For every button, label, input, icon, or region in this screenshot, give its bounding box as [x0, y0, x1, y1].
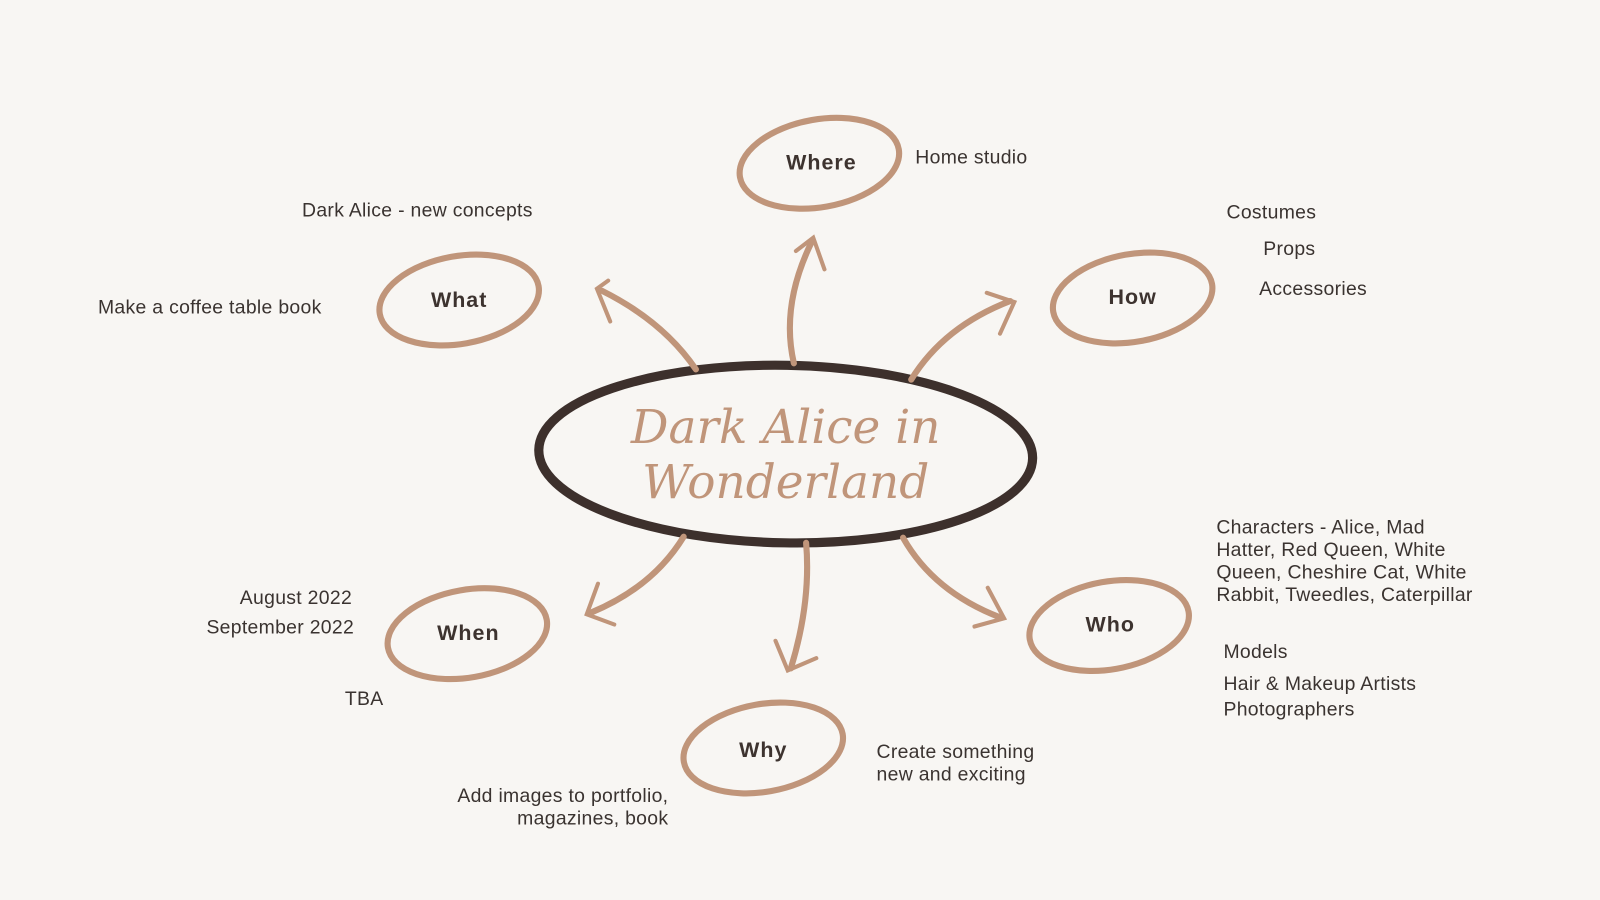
what-note: Make a coffee table book	[97, 296, 322, 319]
who-note: Queen, Cheshire Cat, White	[1216, 562, 1467, 584]
title-line-1: Dark Alice in	[630, 398, 941, 455]
when-note: August 2022	[239, 587, 353, 610]
who-note: Models	[1223, 641, 1288, 664]
who-note: Hatter, Red Queen, White	[1216, 539, 1446, 562]
when-note: September 2022	[206, 617, 355, 639]
who-label: Who	[1085, 613, 1135, 637]
why-ellipse	[680, 699, 847, 797]
when-note: TBA	[344, 688, 384, 711]
how-ellipse	[1049, 249, 1216, 347]
why-label: Why	[739, 738, 788, 763]
where-label: Where	[786, 151, 857, 175]
when-ellipse	[384, 585, 551, 683]
central-title: Dark Alice in Wonderland	[631, 399, 941, 509]
arrow-how	[908, 297, 1014, 383]
how-note: Props	[1263, 238, 1316, 261]
what-ellipse	[376, 251, 542, 349]
title-line-2: Wonderland	[642, 454, 930, 510]
why-note: new and exciting	[876, 764, 1026, 786]
why-note: magazines, book	[517, 808, 669, 830]
who-note: Hair & Makeup Artists	[1223, 673, 1417, 695]
center-ellipse	[534, 360, 1038, 548]
who-note: Photographers	[1223, 698, 1355, 721]
how-label: How	[1108, 285, 1157, 310]
why-note: Create something	[876, 741, 1035, 764]
arrow-where	[786, 239, 815, 367]
arrow-when	[588, 533, 687, 616]
who-note: Rabbit, Tweedles, Caterpillar	[1216, 584, 1473, 607]
who-ellipse	[1026, 577, 1192, 674]
arrow-why	[787, 539, 811, 672]
what-label: What	[430, 288, 488, 313]
arrow-what	[598, 287, 699, 373]
arrow-who	[899, 534, 1004, 621]
where-note: Home studio	[915, 146, 1028, 169]
why-note: Add images to portfolio,	[457, 785, 669, 808]
how-note: Costumes	[1226, 202, 1317, 224]
how-note: Accessories	[1259, 278, 1368, 300]
where-ellipse	[736, 114, 903, 212]
when-label: When	[437, 621, 500, 645]
who-note: Characters - Alice, Mad	[1216, 517, 1425, 539]
what-note: Dark Alice - new concepts	[302, 199, 533, 222]
